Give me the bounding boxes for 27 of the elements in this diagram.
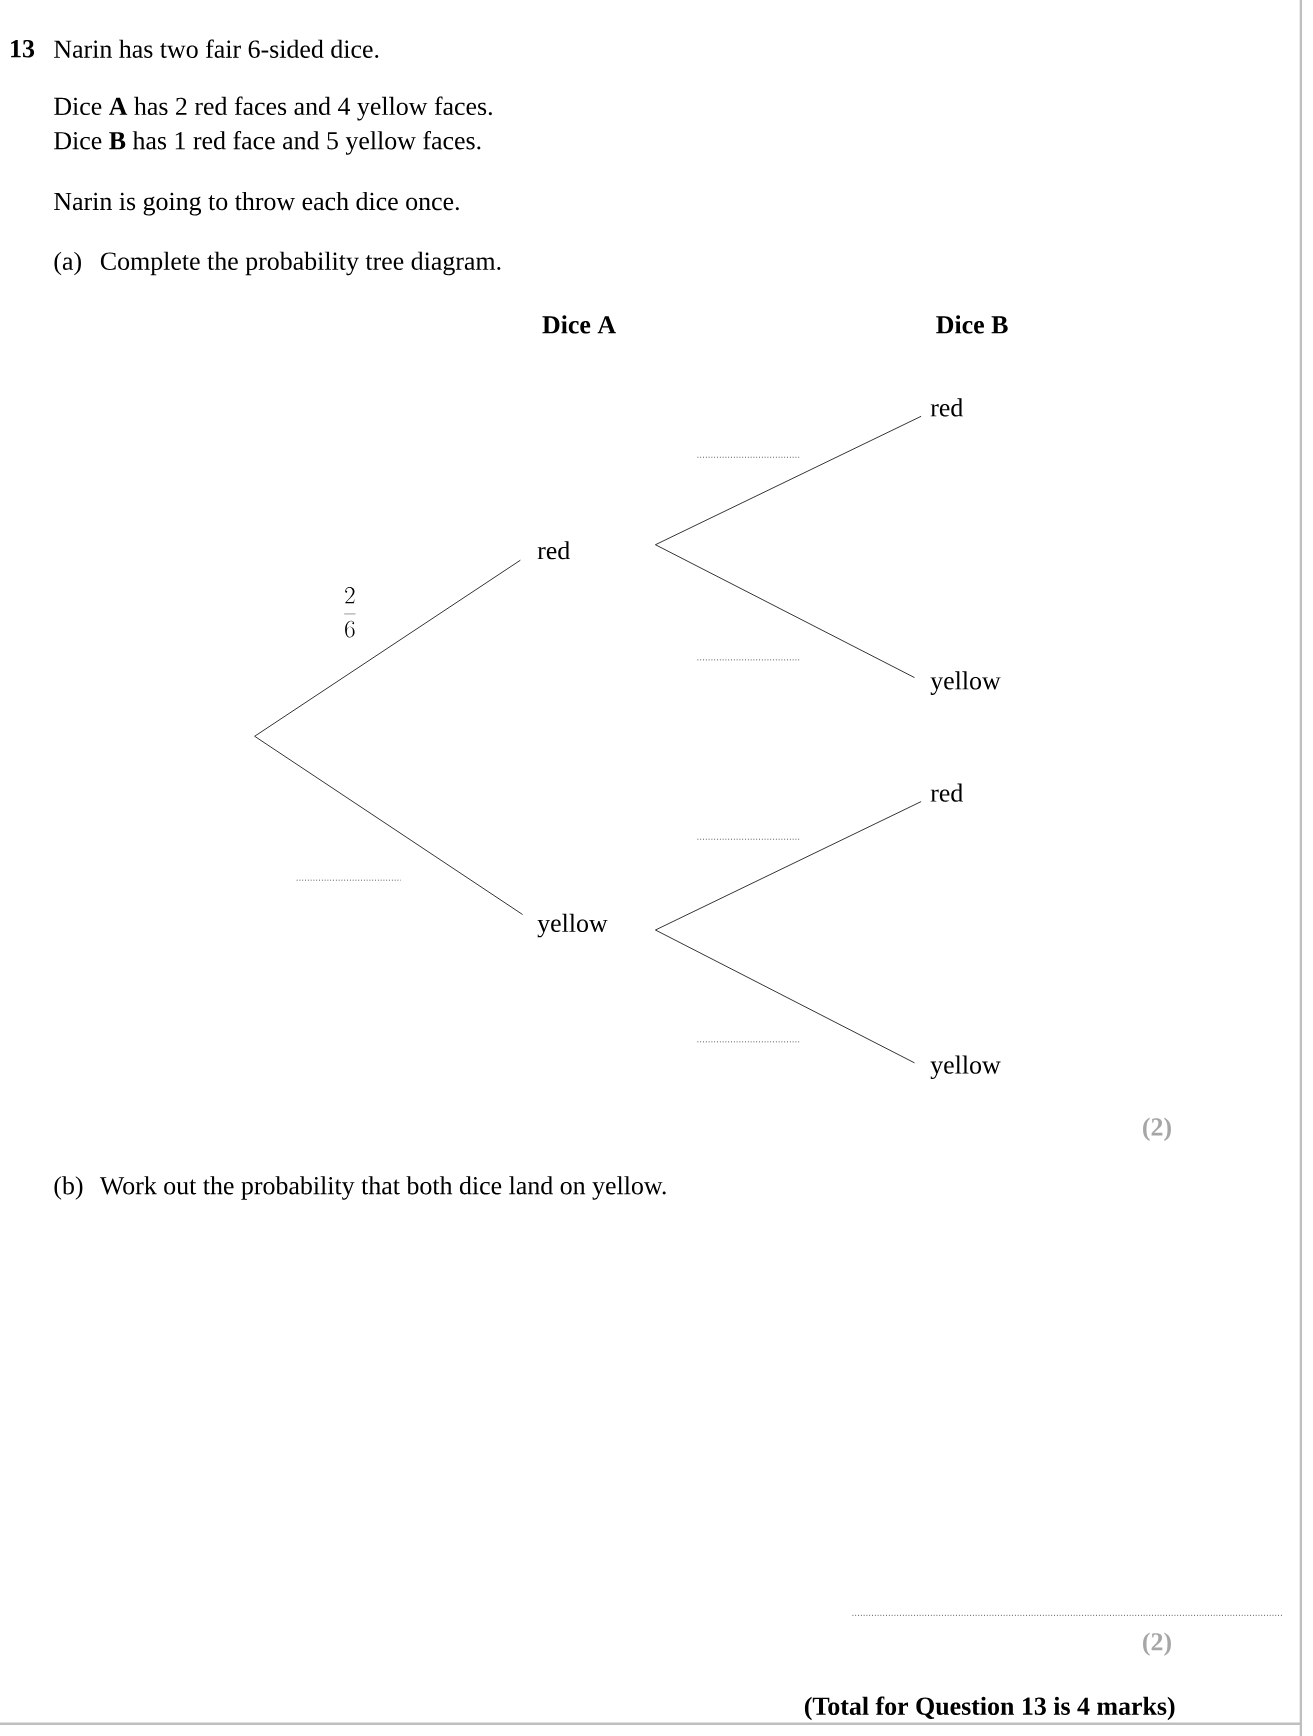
column-heading: Dice A xyxy=(542,315,616,334)
tree-branch xyxy=(254,559,521,737)
marks-label: (2) xyxy=(1143,1117,1171,1142)
question-text: Complete the probability tree diagram. xyxy=(100,251,501,276)
outcome-label: red xyxy=(930,398,963,417)
question-text: Narin has two fair 6-sided dice. xyxy=(54,39,379,58)
outcome-label: yellow xyxy=(930,1055,1001,1080)
outcome-label: red xyxy=(537,541,570,560)
column-heading: Dice B xyxy=(936,315,1008,334)
tree-branch xyxy=(655,415,922,546)
outcome-label: red xyxy=(930,783,963,802)
tree-branch xyxy=(655,544,915,678)
tree-branch xyxy=(655,929,915,1064)
question-text: Work out the probability that both dice land on yellow. xyxy=(99,1176,666,1200)
outcome-label: yellow xyxy=(930,671,1001,695)
probability-label: $\frac{2}{6}$ xyxy=(341,586,358,639)
question-text: Dice A has 2 red faces and 4 yellow faces. xyxy=(54,96,492,121)
question-text: Narin is going to throw each dice once. xyxy=(54,191,459,216)
marks-label: (2) xyxy=(1143,1632,1171,1656)
part-label: (a) xyxy=(54,251,81,276)
tree-branch xyxy=(655,801,922,931)
part-label: (b) xyxy=(54,1176,83,1200)
question-number: 13 xyxy=(11,40,35,58)
question-text: Dice B has 1 red face and 5 yellow faces. xyxy=(54,130,481,155)
outcome-label: yellow xyxy=(537,913,608,938)
tree-branch xyxy=(254,735,523,915)
total-marks: (Total for Question 13 is 4 marks) xyxy=(804,1696,1175,1721)
